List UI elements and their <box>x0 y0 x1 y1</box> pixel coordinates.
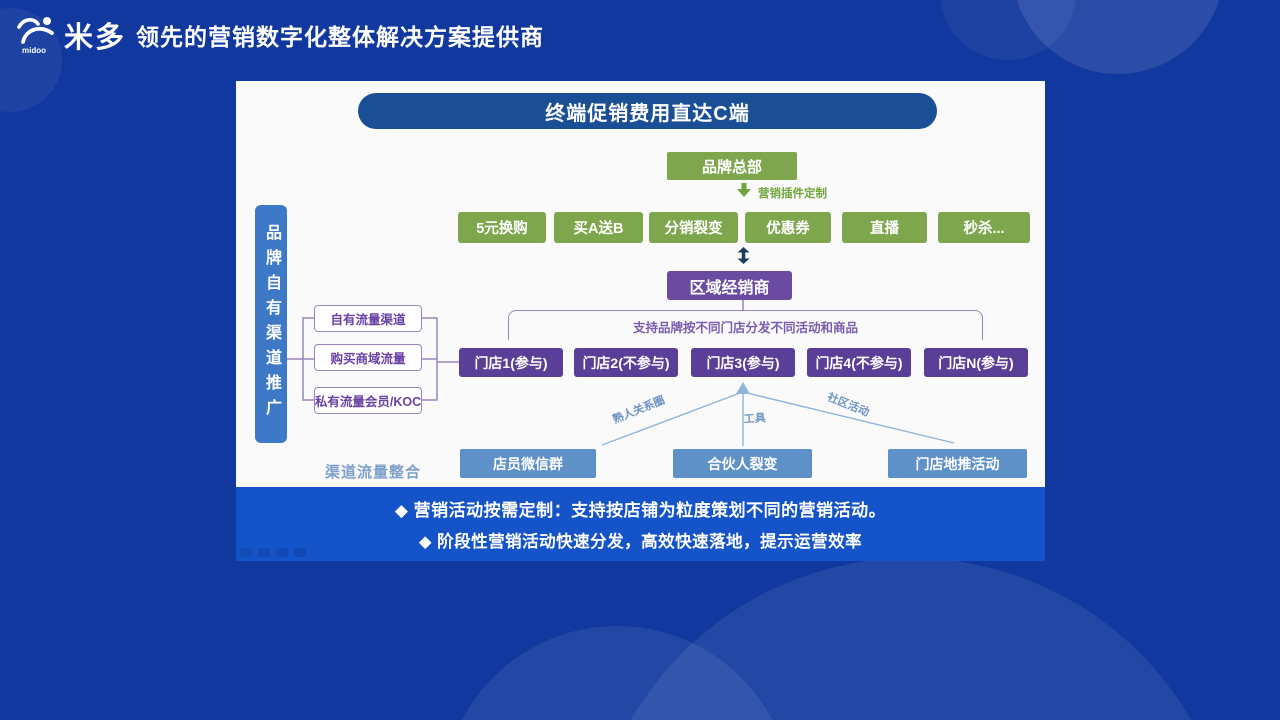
header-slogan: 领先的营销数字化整体解决方案提供商 <box>136 24 545 50</box>
notes-band: ◆ 营销活动按需定制：支持按店铺为粒度策划不同的营销活动。 ◆ 阶段性营销活动快… <box>236 487 1045 561</box>
note-line: ◆ 营销活动按需定制：支持按店铺为粒度策划不同的营销活动。 <box>394 501 887 520</box>
plugin-node[interactable]: 直播 <box>842 212 927 243</box>
plugin-node[interactable]: 秒杀... <box>938 212 1030 243</box>
note-line: ◆ 阶段性营销活动快速分发，高效快速落地，提示运营效率 <box>418 533 863 551</box>
fan-label: 工具 <box>743 411 766 426</box>
content-panel: 终端促销费用直达C端 品牌总部 营销插件定制 5元换购 买A送B 分销裂变 优惠… <box>236 81 1045 561</box>
plugin-node[interactable]: 5元换购 <box>458 212 546 243</box>
bracket-note: 支持品牌按不同门店分发不同活动和商品 <box>632 321 858 335</box>
plugin-customize-label: 营销插件定制 <box>758 188 827 200</box>
store-node[interactable]: 门店2(不参与) <box>574 348 678 377</box>
connector-lines: 熟人关系圈 工具 社区活动 <box>287 300 955 446</box>
store-node[interactable]: 门店1(参与) <box>459 348 563 377</box>
store-node[interactable]: 门店N(参与) <box>924 348 1028 377</box>
fan-label: 熟人关系圈 <box>610 392 666 426</box>
diagram-title: 终端促销费用直达C端 <box>358 93 937 129</box>
integration-node[interactable]: 店员微信群 <box>460 449 596 478</box>
plugin-node[interactable]: 优惠券 <box>745 212 831 243</box>
channel-box[interactable]: 购买商域流量 <box>314 344 422 371</box>
brand-name: 米多 <box>64 22 127 54</box>
plugin-node[interactable]: 买A送B <box>554 212 643 243</box>
plugin-node[interactable]: 分销裂变 <box>649 212 738 243</box>
store-node[interactable]: 门店3(参与) <box>691 348 795 377</box>
channel-box[interactable]: 私有流量会员/KOC <box>314 387 422 414</box>
decor-circle <box>1012 0 1224 74</box>
brand-own-channel-bar: 品牌自有渠道推广 <box>255 205 287 443</box>
up-arrowhead-icon <box>736 382 750 394</box>
logo-wordmark: midoo <box>22 46 46 55</box>
up-down-arrow-icon <box>737 247 750 264</box>
fan-label: 社区活动 <box>825 389 872 419</box>
distribution-bracket <box>508 310 983 340</box>
brand-hq-node[interactable]: 品牌总部 <box>667 152 797 180</box>
midoo-logo-icon: midoo <box>17 17 54 55</box>
diagram-canvas: 终端促销费用直达C端 品牌总部 营销插件定制 5元换购 买A送B 分销裂变 优惠… <box>236 81 1045 487</box>
channel-box[interactable]: 自有流量渠道 <box>314 305 422 332</box>
integration-node[interactable]: 合伙人裂变 <box>673 449 812 478</box>
integration-label: 渠道流量整合 <box>324 464 421 481</box>
integration-node[interactable]: 门店地推活动 <box>888 449 1027 478</box>
distributor-node[interactable]: 区域经销商 <box>667 271 792 300</box>
watermark <box>240 548 306 557</box>
store-node[interactable]: 门店4(不参与) <box>807 348 911 377</box>
brand-own-channel-label: 品牌自有渠道推广 <box>263 224 280 424</box>
header: midoo 米多 领先的营销数字化整体解决方案提供商 <box>14 14 544 56</box>
down-arrow-icon <box>737 183 751 197</box>
